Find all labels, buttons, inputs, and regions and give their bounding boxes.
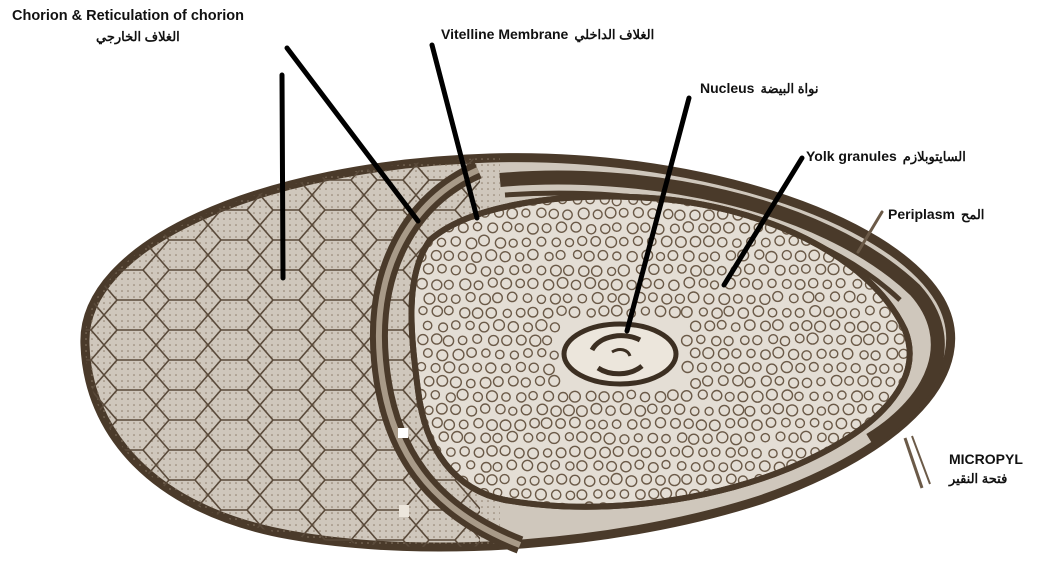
yolk-granule (845, 209, 854, 218)
yolk-granule (808, 195, 818, 205)
yolk-granule (908, 504, 917, 513)
periplasm-label: Periplasm المح (888, 206, 984, 223)
vitelline-label: Vitelline Membrane الغلاف الداخلي (441, 26, 654, 43)
yolk-granule (783, 503, 792, 512)
yolk-granule (795, 501, 806, 512)
yolk-granule (864, 503, 874, 513)
yolk-granule (804, 489, 813, 498)
yolk-granule (901, 237, 912, 248)
periplasm-label-english: Periplasm (888, 206, 955, 222)
yolk-label-english: Yolk granules (806, 148, 897, 164)
yolk-granule (887, 491, 895, 499)
yolk-granule (857, 490, 868, 501)
yolk-granule (915, 434, 925, 444)
yolk-granule (880, 476, 888, 484)
nucleus-label-english: Nucleus (700, 80, 754, 96)
yolk-granule (865, 196, 875, 206)
yolk-granule (908, 475, 918, 485)
yolk-granule (879, 222, 889, 232)
yolk-granule (829, 488, 838, 497)
yolk-granule (893, 222, 903, 232)
yolk-granule (852, 475, 862, 485)
yolk-granule (850, 193, 861, 204)
yolk-granule (839, 476, 848, 485)
yolk-granule (823, 194, 834, 205)
vitelline-label-english: Vitelline Membrane (441, 26, 568, 42)
vitelline-label-arabic: الغلاف الداخلي (574, 27, 654, 42)
yolk-label-arabic: السايتوبلازم (903, 149, 966, 164)
yolk-granule (873, 462, 883, 472)
yolk-granule (836, 195, 846, 205)
yolk-granule (872, 490, 880, 498)
yolk-granule (846, 490, 854, 498)
yolk-granule (895, 195, 903, 203)
yolk-granule (879, 194, 889, 204)
nucleus (564, 324, 676, 384)
yolk-granule (893, 503, 901, 511)
yolk-granule (859, 463, 868, 472)
nucleus-label: Nucleus نواة البيضة (700, 80, 819, 97)
yolk-granule (885, 460, 896, 471)
yolk-granule (881, 503, 890, 512)
nucleus-label-arabic: نواة البيضة (760, 81, 818, 96)
yolk-granule (859, 209, 867, 217)
yolk-granule (906, 196, 916, 206)
yolk-granule (894, 446, 905, 457)
leader-chorion-1 (282, 75, 283, 278)
yolk-granule (852, 504, 860, 512)
yolk-granule (908, 224, 916, 232)
yolk-granule (891, 475, 902, 486)
micropyl-label: MICROPYL (949, 451, 1023, 468)
chorion-label-arabic: الغلاف الخارجي (96, 28, 180, 45)
yolk-granule (816, 489, 825, 498)
yolk-granule (915, 489, 925, 499)
yolk-granule (901, 489, 910, 498)
yolk-granule (823, 504, 834, 515)
yolk-granule (901, 463, 910, 472)
micropyle (905, 436, 930, 488)
yolk-granule (809, 503, 818, 512)
micropyl-label-arabic: فتحة النقير (949, 470, 1007, 487)
yolk-granule (837, 503, 848, 514)
periplasm-label-arabic: المح (961, 207, 984, 222)
yolk-granule (767, 505, 775, 513)
yolk-granule (866, 476, 875, 485)
chorion-label: Chorion & Reticulation of chorion (12, 8, 244, 25)
yolk-label: Yolk granules السايتوبلازم (806, 148, 966, 165)
yolk-granule (914, 237, 924, 247)
